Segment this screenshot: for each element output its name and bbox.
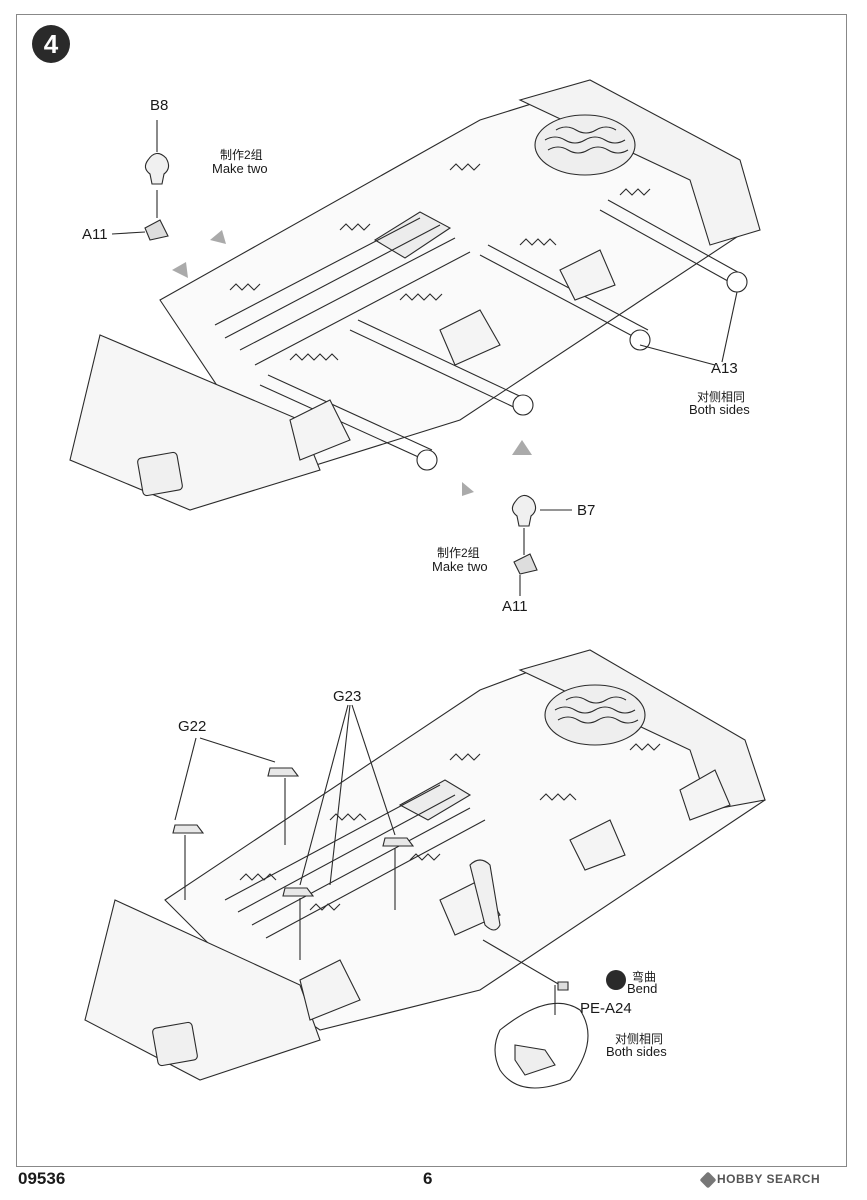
kit-code: 09536 — [18, 1169, 66, 1188]
bend-icon — [606, 970, 626, 990]
arrow-icon — [172, 230, 532, 496]
part-b8-label: B8 — [150, 97, 169, 114]
both-sides-en-label: Both sides — [689, 402, 750, 417]
watermark: HOBBY SEARCH — [699, 1171, 821, 1189]
part-a13-label: A13 — [711, 360, 738, 377]
make-two-en-label: Make two — [212, 161, 268, 176]
part-pe-a24-label: PE-A24 — [580, 1000, 632, 1017]
watermark-logo-icon — [699, 1171, 717, 1189]
bend-en-label: Bend — [627, 981, 658, 996]
both-sides-cn-label: 对侧相同 — [697, 390, 746, 404]
part-g23-label: G23 — [333, 688, 362, 705]
part-a11-label: A11 — [82, 226, 108, 243]
bend-cn-label: 弯曲 — [632, 970, 657, 984]
part-b7-label: B7 — [577, 502, 596, 519]
page-number: 6 — [423, 1169, 433, 1188]
page-frame — [16, 14, 847, 1167]
lower-hull-drawing — [84, 649, 766, 1089]
both-sides-cn-label-lower: 对侧相同 — [615, 1032, 664, 1046]
part-g22-label: G22 — [178, 718, 207, 735]
step-number-badge: 4 — [32, 25, 70, 63]
upper-hull-drawing — [69, 79, 761, 596]
make-two-cn-label-2: 制作2组 — [437, 546, 480, 560]
watermark-text: HOBBY SEARCH — [717, 1172, 821, 1186]
make-two-cn-label: 制作2组 — [220, 148, 263, 162]
part-a11-label-2: A11 — [502, 598, 528, 615]
make-two-en-label-2: Make two — [432, 559, 488, 574]
both-sides-en-label-lower: Both sides — [606, 1044, 667, 1059]
